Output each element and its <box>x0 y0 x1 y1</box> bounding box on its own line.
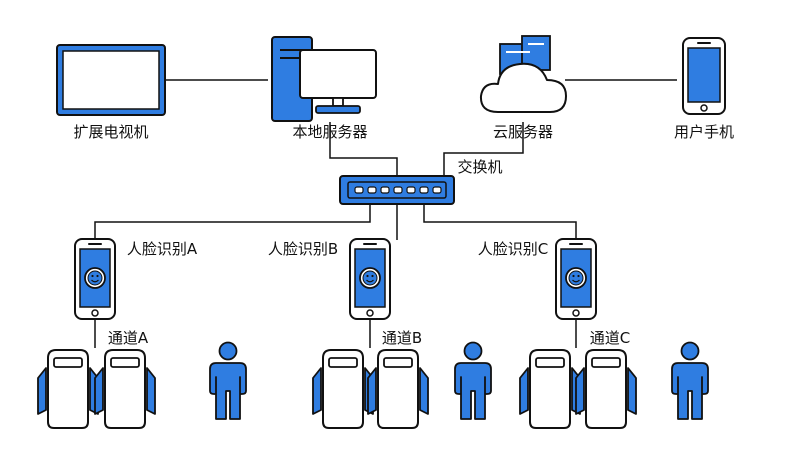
gate-post-icon <box>94 349 156 429</box>
gate-post-icon <box>312 349 374 429</box>
switch-label: 交换机 <box>457 158 502 176</box>
link-switch-face-c <box>423 203 577 240</box>
local-server-label: 本地服务器 <box>292 123 367 141</box>
tv-icon <box>56 44 166 116</box>
switch-icon <box>339 175 455 205</box>
user-phone-icon <box>682 37 726 115</box>
link-switch-face-a <box>94 203 371 240</box>
gate-post-icon <box>575 349 637 429</box>
link-cloud-switch <box>443 122 524 178</box>
gate-group-b <box>312 349 429 429</box>
connection-lines <box>94 79 677 348</box>
tv-label: 扩展电视机 <box>73 123 148 141</box>
channel-a-label: 通道A <box>108 329 149 347</box>
person-icon <box>454 341 492 420</box>
channel-c-label: 通道C <box>590 329 630 347</box>
cloud-server-icon <box>479 35 567 113</box>
gate-post-icon <box>367 349 429 429</box>
link-server-switch <box>329 122 398 178</box>
face-recognition-c-icon <box>555 238 597 320</box>
gate-post-icon <box>519 349 581 429</box>
local-server-icon <box>271 36 377 122</box>
face-recognition-a-icon <box>74 238 116 320</box>
gate-post-icon <box>37 349 99 429</box>
face-recognition-b-label: 人脸识别B <box>268 240 338 258</box>
gate-group-a <box>37 349 156 429</box>
person-icon <box>671 341 709 420</box>
gate-group-c <box>519 349 637 429</box>
channel-b-label: 通道B <box>382 329 422 347</box>
user-phone-label: 用户手机 <box>674 123 734 141</box>
cloud-server-label: 云服务器 <box>493 123 553 141</box>
face-recognition-b-icon <box>349 238 391 320</box>
person-icon <box>209 341 247 420</box>
face-recognition-c-label: 人脸识别C <box>478 240 548 258</box>
face-recognition-a-label: 人脸识别A <box>127 240 198 258</box>
